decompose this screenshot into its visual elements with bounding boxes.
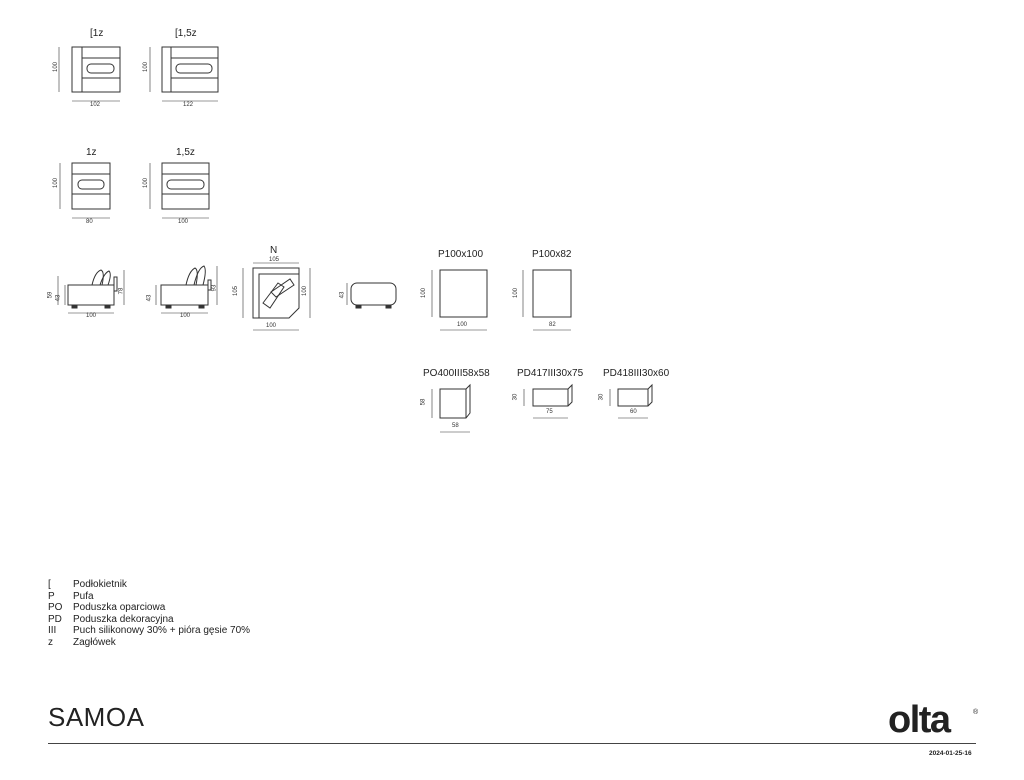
legend-desc: Puch silikonowy 30% + pióra gęsie 70% — [73, 625, 251, 636]
dimension-height: 100 — [143, 177, 150, 189]
dimension-height: 100 — [53, 61, 60, 73]
p100x100-drawing — [431, 269, 488, 331]
po400-drawing — [431, 383, 471, 433]
registered-mark-icon: ® — [973, 709, 979, 716]
legend-key: z — [48, 636, 53, 648]
dimension-height: 43 — [55, 294, 62, 302]
dimension-width: 75 — [546, 409, 553, 415]
dimension-height: 78 — [118, 287, 125, 295]
dimension-width: 100 — [180, 313, 191, 319]
dimension-width: 80 — [86, 219, 93, 225]
legend: [ Podłokietnik P Pufa PO Poduszka oparciowa… — [48, 579, 250, 648]
dimension-height: 43 — [339, 291, 346, 299]
legend-key: P — [48, 590, 55, 602]
legend-key: PO — [48, 602, 63, 613]
dimension-width: 100 — [178, 219, 189, 225]
legend-desc: Zagłówek — [73, 636, 116, 648]
dimension-width: 100 — [457, 322, 468, 328]
side-view-b-drawing — [155, 265, 218, 314]
legend-key: PD — [48, 613, 62, 625]
module-label: P100x100 — [438, 249, 484, 260]
dimension-height: 100 — [143, 61, 150, 73]
module-1z-drawing — [59, 162, 111, 219]
dimension-width: 60 — [630, 409, 637, 415]
legend-desc: Poduszka oparciowa — [73, 602, 166, 613]
pd417-drawing — [523, 383, 573, 419]
corner-n-drawing — [242, 262, 311, 331]
dimension-height: 100 — [513, 287, 520, 299]
dimension-height: 43 — [146, 294, 153, 302]
dimension-height: 58 — [420, 398, 427, 406]
dimension-width: 122 — [183, 102, 194, 108]
pouf-side-drawing — [346, 282, 397, 309]
dimension-width: 82 — [549, 322, 556, 328]
module-15z-armrest-drawing — [149, 46, 219, 102]
legend-desc: Poduszka dekoracyjna — [73, 613, 174, 625]
legend-row: PO Poduszka oparciowa — [48, 602, 250, 614]
dimension-height: 100 — [53, 177, 60, 189]
dimension-width: 102 — [90, 102, 101, 108]
dimension-width: 105 — [269, 257, 280, 263]
document-title: SAMOA — [48, 702, 145, 732]
legend-key: III — [48, 625, 57, 636]
legend-row: P Pufa — [48, 591, 250, 603]
module-label: P100x82 — [532, 249, 572, 260]
document-date: 2024-01-25-16 — [929, 750, 972, 757]
dimension-height: 93 — [211, 284, 218, 292]
dimension-height: 105 — [233, 285, 240, 297]
dimension-width: 100 — [86, 313, 97, 319]
legend-key: [ — [48, 579, 51, 590]
dimension-height: 100 — [302, 285, 309, 297]
module-label: PO400III58x58 — [423, 368, 490, 379]
dimension-height: 30 — [598, 393, 605, 401]
dimension-width: 100 — [266, 323, 277, 329]
module-label: 1z — [86, 147, 97, 158]
module-label: [1z — [90, 28, 104, 39]
footer-divider — [48, 743, 976, 744]
p100x82-drawing — [522, 269, 572, 331]
module-label: [1,5z — [175, 28, 197, 39]
dimension-height: 30 — [512, 393, 519, 401]
module-1z-armrest-drawing — [58, 46, 121, 102]
dimension-height: 100 — [421, 287, 428, 299]
dimension-width: 58 — [452, 423, 459, 429]
legend-desc: Pufa — [73, 590, 94, 602]
legend-desc: Podłokietnik — [73, 579, 127, 590]
module-label: N — [270, 245, 278, 256]
legend-row: z Zagłówek — [48, 637, 250, 649]
module-label: 1,5z — [176, 147, 195, 158]
module-label: PD418III30x60 — [603, 368, 670, 379]
module-15z-drawing — [149, 162, 210, 219]
pd418-drawing — [609, 383, 653, 419]
brand-logo: olta — [888, 699, 951, 741]
legend-row: III Puch silikonowy 30% + pióra gęsie 70% — [48, 625, 250, 637]
legend-row: PD Poduszka dekoracyjna — [48, 614, 250, 626]
legend-row: [ Podłokietnik — [48, 579, 250, 591]
side-view-a-drawing — [57, 269, 125, 314]
module-label: PD417III30x75 — [517, 368, 584, 379]
dimension-height: 59 — [47, 291, 54, 299]
